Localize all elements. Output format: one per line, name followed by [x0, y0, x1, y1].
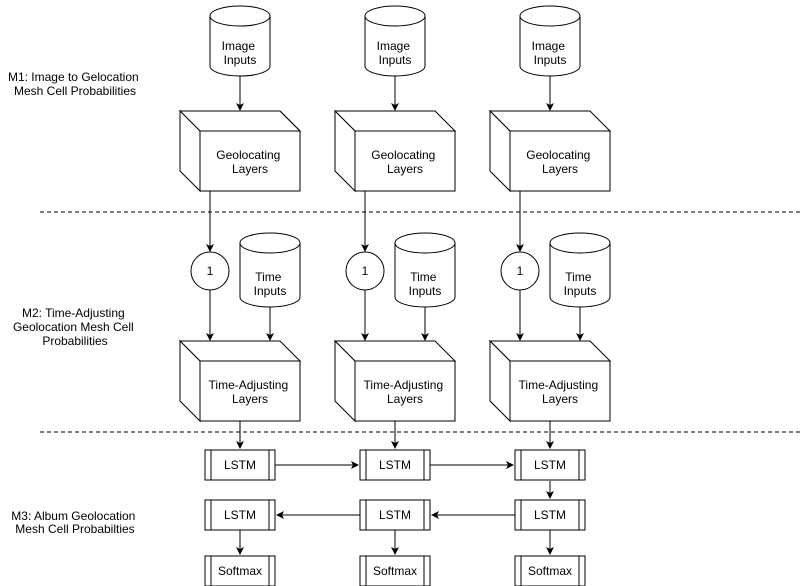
svg-text:1: 1	[517, 264, 524, 278]
svg-text:Softmax: Softmax	[528, 564, 572, 578]
svg-text:LSTM: LSTM	[224, 458, 256, 472]
lstm-forward-node: LSTM	[514, 449, 586, 481]
svg-text:Time-Adjusting Layers: Time-Adjusting Layers	[209, 378, 292, 406]
time-adjusting-layers-node: Time-Adjusting Layers	[178, 339, 302, 423]
column-2: Image Inputs Geolocating Layers 1 Time I…	[333, 5, 457, 586]
section-label-m1: M1: Image to Gelocation Mesh Cell Probab…	[8, 70, 142, 98]
time-inputs-node: Time Inputs	[394, 232, 456, 308]
svg-text:1: 1	[362, 264, 369, 278]
svg-text:LSTM: LSTM	[379, 458, 411, 472]
softmax-node: Softmax	[204, 555, 276, 586]
identity-node: 1	[190, 251, 230, 291]
column-3: Image Inputs Geolocating Layers 1 Time I…	[488, 5, 612, 586]
svg-text:Softmax: Softmax	[373, 564, 417, 578]
svg-text:Image Inputs: Image Inputs	[377, 39, 414, 67]
identity-node: 1	[345, 251, 385, 291]
image-inputs-node: Image Inputs	[209, 5, 271, 77]
image-inputs-node: Image Inputs	[364, 5, 426, 77]
column-1: Image Inputs Geolocating Layers 1	[178, 5, 302, 586]
softmax-node: Softmax	[514, 555, 586, 586]
svg-text:Geolocating Layers: Geolocating Layers	[216, 148, 283, 176]
svg-text:Time Inputs: Time Inputs	[564, 270, 597, 298]
svg-text:Time-Adjusting Layers: Time-Adjusting Layers	[519, 378, 602, 406]
svg-text:Time Inputs: Time Inputs	[409, 270, 442, 298]
svg-text:LSTM: LSTM	[534, 508, 566, 522]
svg-text:Image Inputs: Image Inputs	[532, 39, 569, 67]
svg-text:Geolocating Layers: Geolocating Layers	[526, 148, 593, 176]
time-adjusting-layers-node: Time-Adjusting Layers	[333, 339, 457, 423]
lstm-backward-node: LSTM	[514, 499, 586, 531]
section-label-m3: M3: Album Geolocation Mesh Cell Probabil…	[11, 509, 138, 536]
svg-text:LSTM: LSTM	[534, 458, 566, 472]
geolocating-layers-node: Geolocating Layers	[488, 109, 612, 193]
section-label-m2: M2: Time-Adjusting Geolocation Mesh Cell…	[13, 306, 137, 348]
image-inputs-node: Image Inputs	[519, 5, 581, 77]
svg-text:Time Inputs: Time Inputs	[254, 270, 287, 298]
svg-text:Image Inputs: Image Inputs	[222, 39, 259, 67]
time-inputs-node: Time Inputs	[239, 232, 301, 308]
softmax-node: Softmax	[359, 555, 431, 586]
geolocating-layers-node: Geolocating Layers	[333, 109, 457, 193]
svg-text:1: 1	[207, 264, 214, 278]
identity-node: 1	[500, 251, 540, 291]
svg-text:Softmax: Softmax	[218, 564, 262, 578]
svg-text:Time-Adjusting Layers: Time-Adjusting Layers	[364, 378, 447, 406]
svg-text:Geolocating Layers: Geolocating Layers	[371, 148, 438, 176]
time-inputs-node: Time Inputs	[549, 232, 611, 308]
lstm-backward-node: LSTM	[204, 499, 276, 531]
lstm-backward-node: LSTM	[359, 499, 431, 531]
svg-text:LSTM: LSTM	[379, 508, 411, 522]
lstm-forward-node: LSTM	[359, 449, 431, 481]
time-adjusting-layers-node: Time-Adjusting Layers	[488, 339, 612, 423]
geolocating-layers-node: Geolocating Layers	[178, 109, 302, 193]
lstm-forward-node: LSTM	[204, 449, 276, 481]
svg-text:LSTM: LSTM	[224, 508, 256, 522]
